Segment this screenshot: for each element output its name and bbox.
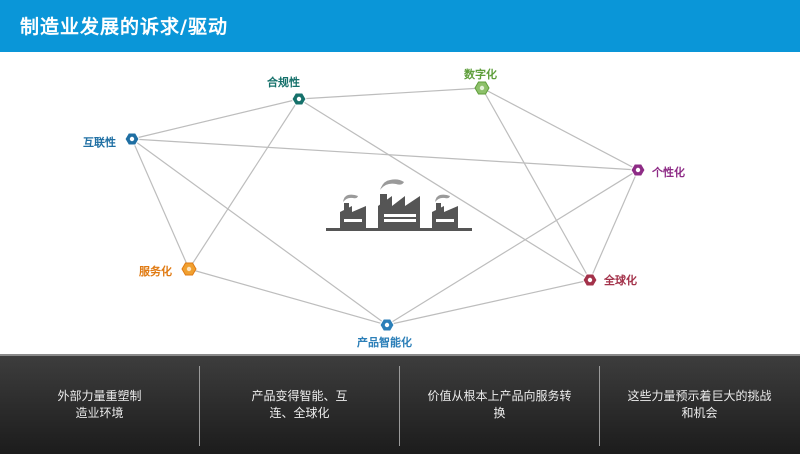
panel-divider	[199, 366, 200, 446]
node-personalization-label: 个性化	[652, 166, 685, 179]
node-connectivity-label: 互联性	[83, 136, 116, 149]
edge-connectivity-smart	[131, 138, 388, 326]
edge-compliance-servitization	[188, 98, 300, 270]
edge-servitization-smart	[188, 268, 388, 326]
node-smart-products-marker	[379, 318, 395, 332]
factory-icon	[326, 179, 472, 231]
summary-bar: 外部力量重塑制造业环境 产品变得智能、互连、全球化 价值从根本上产品向服务转换 …	[0, 354, 800, 454]
edge-connectivity-servitization	[131, 138, 190, 270]
edge-smart-globalization	[386, 279, 591, 326]
edge-smart-personalization	[386, 169, 639, 326]
network-svg	[124, 81, 646, 332]
edge-compliance-digital	[298, 87, 483, 100]
node-digital-label: 数字化	[464, 68, 497, 81]
summary-panel-2: 产品变得智能、互连、全球化	[200, 356, 399, 454]
node-globalization-label: 全球化	[604, 274, 637, 287]
summary-panel-4: 这些力量预示着巨大的挑战和机会	[600, 356, 799, 454]
driver-network-diagram: 合规性 数字化 互联性 个性化 服务化 全球化 产品智能化	[0, 52, 800, 354]
header-bar: 制造业发展的诉求/驱动	[0, 0, 800, 52]
node-globalization-marker	[582, 273, 598, 287]
node-compliance-marker	[291, 92, 307, 106]
summary-text-3: 价值从根本上产品向服务转换	[427, 389, 572, 420]
node-compliance-label: 合规性	[267, 76, 300, 89]
summary-text-2: 产品变得智能、互连、全球化	[251, 389, 348, 420]
node-servitization-label: 服务化	[139, 265, 172, 278]
panel-divider	[599, 366, 600, 446]
panel-divider	[399, 366, 400, 446]
edge-digital-personalization	[481, 87, 639, 171]
summary-text-1: 外部力量重塑制造业环境	[57, 389, 142, 420]
node-connectivity-marker	[124, 132, 140, 146]
node-personalization-marker	[630, 163, 646, 177]
edge-connectivity-personalization	[131, 138, 639, 171]
edge-compliance-globalization	[298, 98, 591, 281]
summary-panel-1: 外部力量重塑制造业环境	[0, 356, 199, 454]
edge-connectivity-compliance	[131, 98, 300, 140]
node-servitization-marker	[181, 262, 197, 276]
summary-text-4: 这些力量预示着巨大的挑战和机会	[627, 389, 772, 420]
node-smart-products-label: 产品智能化	[357, 336, 412, 349]
summary-panel-3: 价值从根本上产品向服务转换	[400, 356, 599, 454]
network-edges	[131, 87, 639, 326]
page-title: 制造业发展的诉求/驱动	[20, 16, 228, 38]
edge-digital-globalization	[481, 87, 591, 281]
node-digital-marker	[474, 81, 490, 95]
edge-personalization-globalization	[589, 169, 639, 281]
